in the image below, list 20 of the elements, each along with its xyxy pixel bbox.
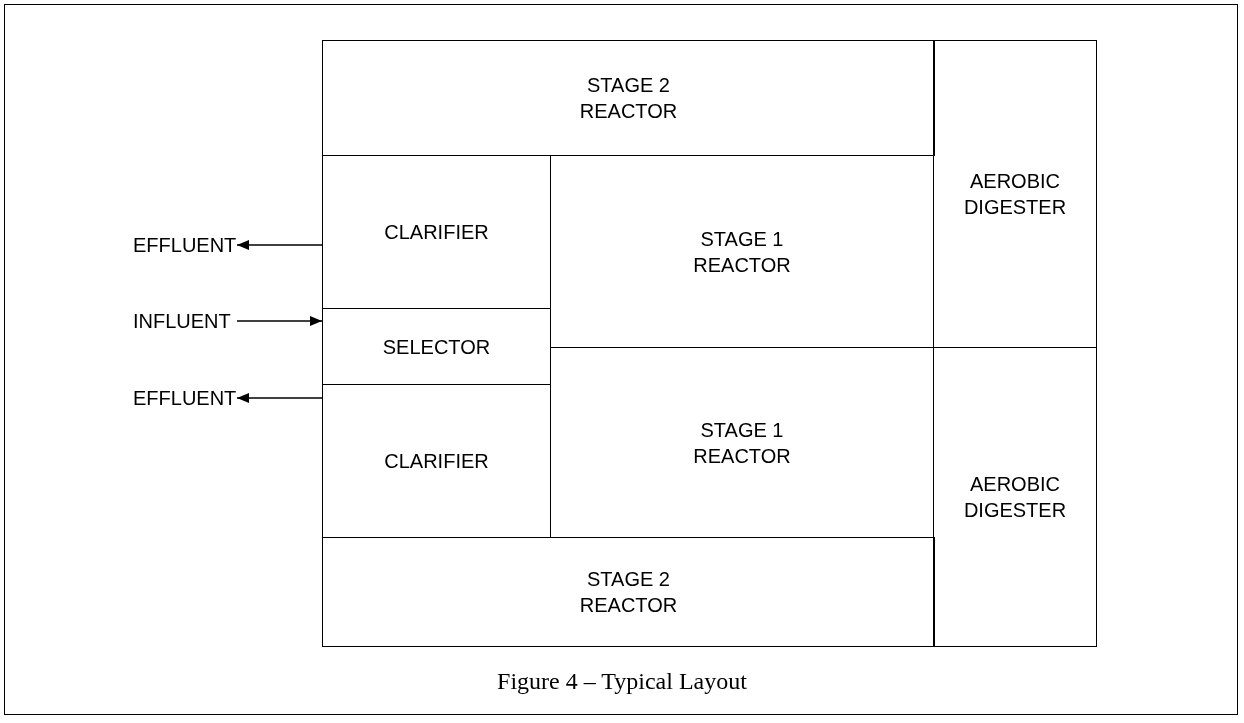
- arrow: [236, 393, 323, 403]
- tank-label: STAGE 1 REACTOR: [692, 226, 792, 278]
- tank-label: STAGE 1 REACTOR: [692, 417, 792, 469]
- tank-label: STAGE 2 REACTOR: [578, 73, 679, 124]
- arrow: [236, 240, 323, 250]
- flow-label: INFLUENT: [133, 308, 237, 334]
- figure-caption: Figure 4 – Typical Layout: [497, 668, 747, 695]
- reactor-tank: [322, 40, 935, 156]
- tank-label: SELECTOR: [381, 334, 492, 360]
- flow-label: EFFLUENT: [133, 385, 237, 411]
- tank-label: CLARIFIER: [383, 220, 490, 245]
- arrow: [236, 316, 323, 326]
- tank-label: AEROBIC DIGESTER: [962, 472, 1068, 523]
- tank-label: STAGE 2 REACTOR: [578, 567, 679, 618]
- tank-label: CLARIFIER: [383, 449, 490, 474]
- flow-label: EFFLUENT: [133, 232, 237, 258]
- digester-tank: [933, 347, 1097, 647]
- tank-label: AEROBIC DIGESTER: [962, 169, 1068, 220]
- digester-tank: [933, 40, 1097, 348]
- reactor-tank: [322, 537, 935, 647]
